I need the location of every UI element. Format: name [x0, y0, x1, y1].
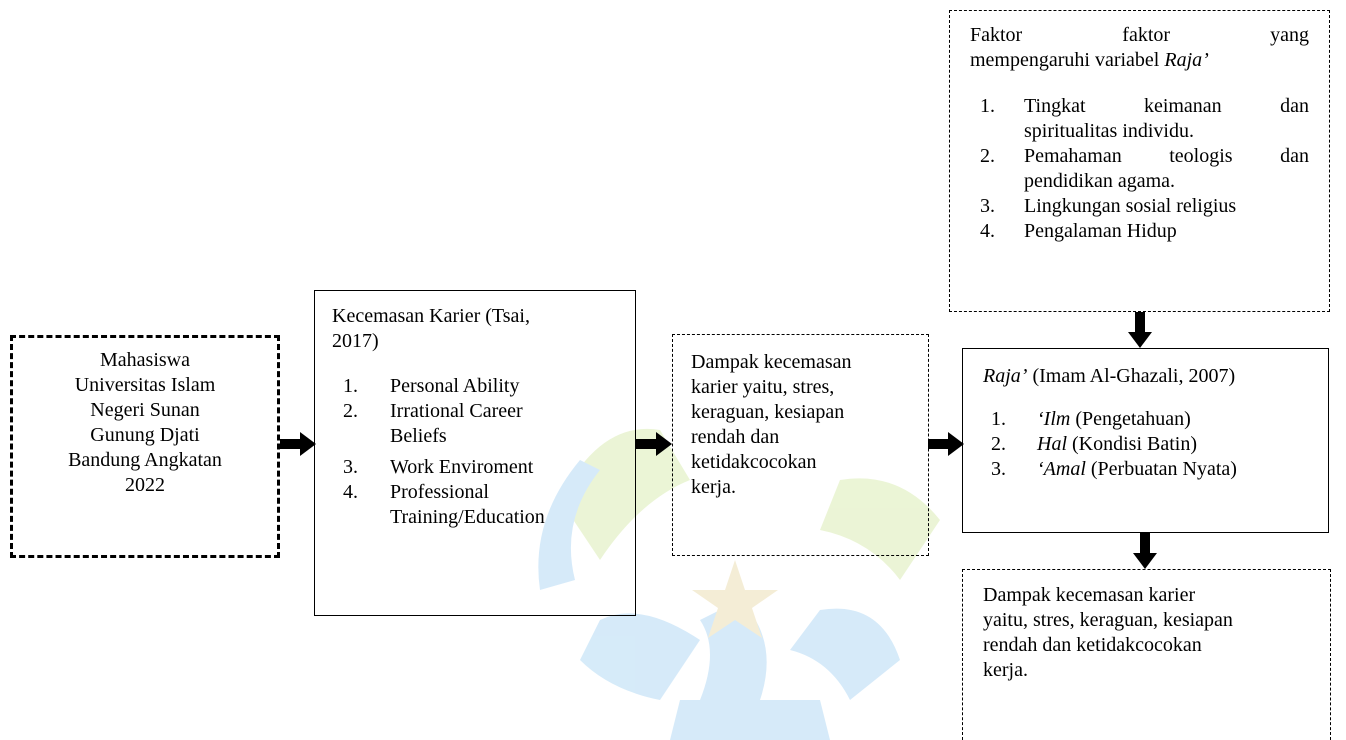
list-number: 3. — [980, 195, 995, 217]
list-item: 1. Tingkat keimanan dan spiritualitas in… — [980, 94, 1309, 144]
list-item-text: Training/Education — [390, 506, 545, 528]
word: keimanan — [1143, 95, 1222, 117]
factors-heading-line: Faktor faktor yang — [970, 23, 1309, 48]
box-line: yaitu, stres, keraguan, kesiapan — [983, 609, 1233, 631]
factors-heading-line: mempengaruhi variabel Raja’ — [970, 48, 1309, 73]
list-item: 2. Pemahaman teologis dan pendidikan aga… — [980, 144, 1309, 194]
raja-concept-box: Raja’ (Imam Al-Ghazali, 2007) 1. ‘Ilm (P… — [962, 348, 1329, 533]
anxiety-impact-bottom-box: Dampak kecemasan karier yaitu, stres, ke… — [962, 569, 1331, 740]
raja-factors-box: Faktor faktor yang mempengaruhi variabel… — [949, 10, 1330, 312]
item-italic: ‘Ilm — [1037, 408, 1071, 430]
heading-italic: Raja’ — [1164, 49, 1209, 71]
box-line: ketidakcocokan — [691, 451, 817, 473]
box-line: Mahasiswa — [100, 349, 190, 371]
box-line: rendah dan ketidakcocokan — [983, 634, 1202, 656]
heading-text: mempengaruhi variabel — [970, 49, 1165, 71]
word: teologis — [1169, 145, 1233, 167]
list-item-line: spiritualitas individu. — [1024, 120, 1194, 142]
list-item: 4. Professional Training/Education — [343, 480, 635, 530]
list-item: 3. Lingkungan sosial religius — [980, 194, 1309, 219]
box-line: Negeri Sunan — [90, 399, 200, 421]
list-item: 3. Work Enviroment — [343, 455, 635, 480]
word: dan — [1280, 145, 1309, 167]
list-item: 3. ‘Amal (Perbuatan Nyata) — [991, 457, 1328, 482]
box-line: keraguan, kesiapan — [691, 401, 845, 423]
box-line: Dampak kecemasan — [691, 351, 852, 373]
box-line: Gunung Djati — [90, 424, 200, 446]
list-item-text: Work Enviroment — [390, 456, 534, 478]
word: Pemahaman — [1024, 145, 1122, 167]
list-item-line: Tingkat keimanan dan — [1024, 94, 1309, 119]
list-item: 1. Personal Ability — [343, 374, 635, 399]
item-text: (Pengetahuan) — [1070, 408, 1191, 430]
list-number: 2. — [343, 400, 358, 422]
box-line: kerja. — [691, 476, 736, 498]
list-number: 1. — [991, 408, 1006, 430]
list-number: 4. — [343, 481, 358, 503]
list-number: 3. — [343, 456, 358, 478]
box-title-year: 2017) — [332, 330, 379, 352]
word: dan — [1280, 95, 1309, 117]
list-item: 2. Hal (Kondisi Batin) — [991, 432, 1328, 457]
arrow-down-icon — [1128, 312, 1152, 348]
list-item-line: pendidikan agama. — [1024, 170, 1176, 192]
list-item-text: Personal Ability — [390, 375, 520, 397]
list-number: 3. — [991, 458, 1006, 480]
word: Faktor — [970, 24, 1023, 46]
box-line: Bandung Angkatan — [68, 449, 222, 471]
list-item-text: Beliefs — [390, 425, 447, 447]
career-anxiety-box: Kecemasan Karier (Tsai, 2017) 1. Persona… — [314, 290, 636, 616]
list-number: 1. — [343, 375, 358, 397]
word: yang — [1270, 24, 1309, 46]
list-number: 4. — [980, 220, 995, 242]
list-number: 2. — [991, 433, 1006, 455]
title-text: (Imam Al-Ghazali, 2007) — [1027, 365, 1236, 387]
arrow-down-icon — [1133, 533, 1157, 569]
arrow-right-icon — [280, 432, 316, 456]
box-line: 2022 — [125, 474, 165, 496]
box-title: Kecemasan Karier (Tsai, — [332, 305, 530, 327]
list-item: 1. ‘Ilm (Pengetahuan) — [991, 407, 1328, 432]
raja-dimensions-list: 1. ‘Ilm (Pengetahuan) 2. Hal (Kondisi Ba… — [991, 407, 1328, 482]
student-population-box: Mahasiswa Universitas Islam Negeri Sunan… — [10, 335, 280, 558]
list-number: 1. — [980, 95, 995, 117]
word: faktor — [1122, 24, 1171, 46]
arrow-right-icon — [928, 432, 964, 456]
word: Tingkat — [1024, 95, 1086, 117]
list-item: 2. Irrational Career Beliefs — [343, 399, 635, 449]
title-italic: Raja’ — [983, 365, 1028, 387]
box-line: Universitas Islam — [74, 374, 216, 396]
box-title: Raja’ (Imam Al-Ghazali, 2007) — [983, 364, 1328, 389]
anxiety-impact-box: Dampak kecemasan karier yaitu, stres, ke… — [672, 334, 929, 556]
list-item: 4. Pengalaman Hidup — [980, 219, 1309, 244]
list-item-text: Irrational Career — [390, 400, 523, 422]
item-italic: Hal — [1037, 433, 1067, 455]
list-item-line: Lingkungan sosial religius — [1024, 195, 1237, 217]
career-anxiety-list: 1. Personal Ability 2. Irrational Career… — [343, 374, 635, 530]
list-item-text: Professional — [390, 481, 489, 503]
list-number: 2. — [980, 145, 995, 167]
factors-list: 1. Tingkat keimanan dan spiritualitas in… — [980, 94, 1309, 244]
arrow-right-icon — [636, 432, 672, 456]
box-line: Dampak kecemasan karier — [983, 584, 1196, 606]
box-line: kerja. — [983, 659, 1028, 681]
item-text: (Perbuatan Nyata) — [1085, 458, 1237, 480]
item-text: (Kondisi Batin) — [1067, 433, 1197, 455]
list-item-line: Pengalaman Hidup — [1024, 220, 1177, 242]
box-line: rendah dan — [691, 426, 780, 448]
list-item-line: Pemahaman teologis dan — [1024, 144, 1309, 169]
item-italic: ‘Amal — [1037, 458, 1086, 480]
box-line: karier yaitu, stres, — [691, 376, 835, 398]
